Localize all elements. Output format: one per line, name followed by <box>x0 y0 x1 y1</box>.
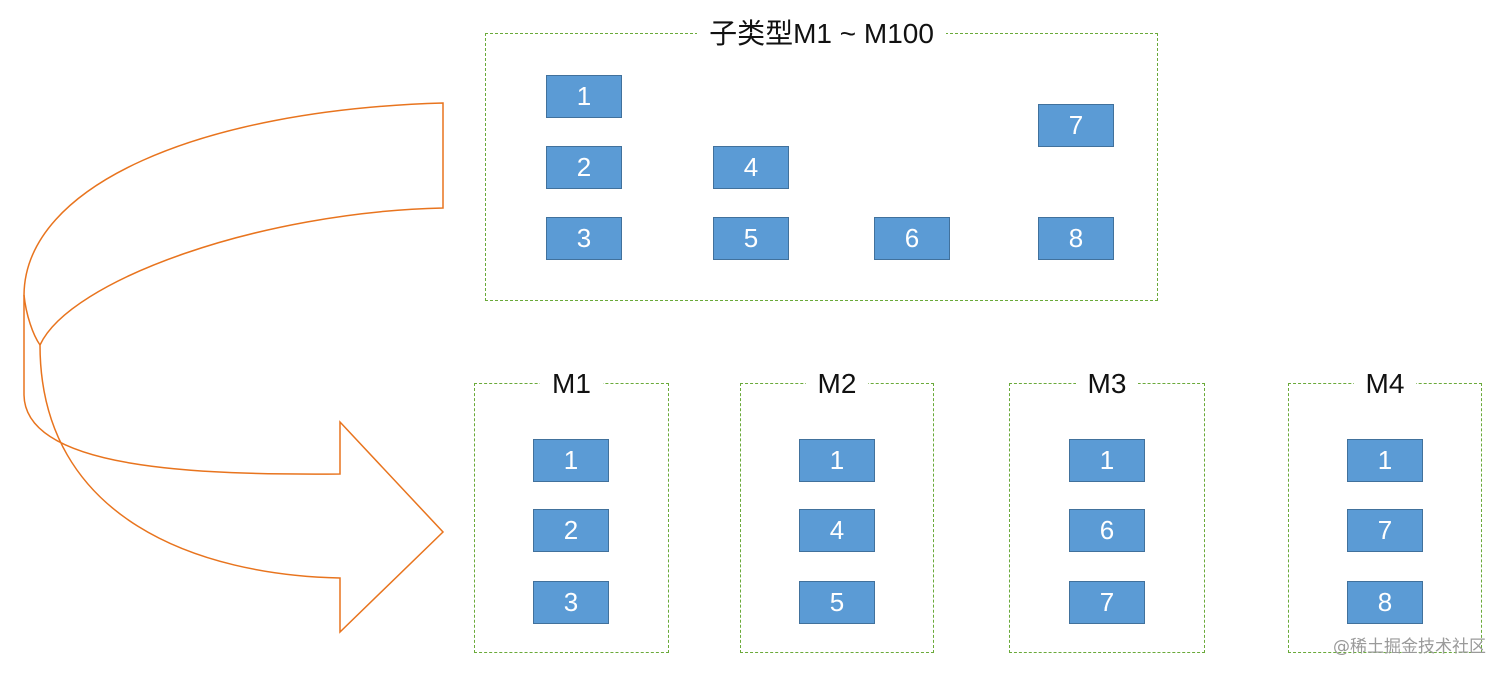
target-item: 1 <box>1069 439 1145 482</box>
target-item: 1 <box>1347 439 1423 482</box>
target-item: 4 <box>799 509 875 552</box>
target-item: 6 <box>1069 509 1145 552</box>
target-item: 1 <box>533 439 609 482</box>
source-item-4: 4 <box>713 146 789 189</box>
target-group-m4: M4 1 7 8 <box>1288 368 1482 653</box>
target-item: 7 <box>1069 581 1145 624</box>
watermark: @稀土掘金技术社区 <box>1333 637 1486 657</box>
curved-arrow-outline <box>23 102 445 634</box>
target-item: 2 <box>533 509 609 552</box>
source-item-8: 8 <box>1038 217 1114 260</box>
source-item-6: 6 <box>874 217 950 260</box>
target-group-m1: M1 1 2 3 <box>474 368 669 653</box>
target-item: 8 <box>1347 581 1423 624</box>
target-group-m2: M2 1 4 5 <box>740 368 934 653</box>
source-item-7: 7 <box>1038 104 1114 147</box>
curved-arrow-inner-fold <box>23 294 41 346</box>
target-item: 7 <box>1347 509 1423 552</box>
source-item-1: 1 <box>546 75 622 118</box>
source-item-3: 3 <box>546 217 622 260</box>
source-item-2: 2 <box>546 146 622 189</box>
target-item: 1 <box>799 439 875 482</box>
target-item: 5 <box>799 581 875 624</box>
source-group: 子类型M1 ~ M100 1 2 3 4 5 6 7 8 <box>485 18 1158 301</box>
source-item-5: 5 <box>713 217 789 260</box>
target-group-m3: M3 1 6 7 <box>1009 368 1205 653</box>
target-item: 3 <box>533 581 609 624</box>
